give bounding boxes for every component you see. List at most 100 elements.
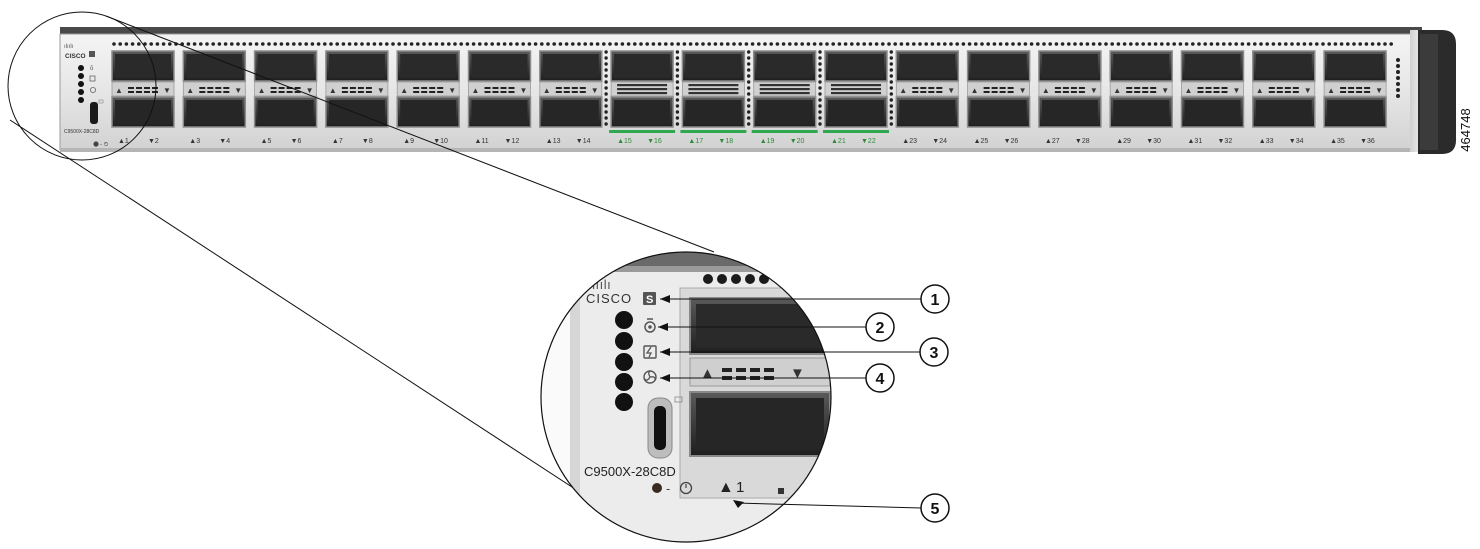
vent-hole (961, 42, 966, 46)
vent-hole (747, 122, 751, 126)
latch-led-bar (1268, 91, 1275, 93)
latch-led-bar (1268, 87, 1275, 89)
vent-hole (223, 42, 228, 46)
system-led-icon-small (89, 51, 95, 57)
vent-hole (316, 42, 321, 46)
vent-hole (298, 42, 302, 46)
vent-hole (354, 42, 358, 46)
vent-hole (1370, 42, 1375, 46)
vent-hole (366, 42, 371, 46)
latch-up-arrow-icon: ▲ (971, 86, 979, 95)
latch-down-arrow-icon: ▼ (591, 86, 599, 95)
latch-led-bar (1221, 91, 1228, 93)
vent-hole (675, 104, 680, 108)
status-led-small-5 (78, 97, 84, 103)
callout-1-label: 1 (931, 292, 940, 309)
port-pair-11-12: ▲▼▲11▼12 (467, 50, 532, 145)
vent-hole (186, 42, 191, 46)
vent-hole (409, 42, 414, 46)
vent-hole (385, 42, 389, 46)
vent-hole (918, 42, 922, 46)
vent-hole (747, 92, 751, 96)
latch-led-bar (223, 87, 230, 89)
vent-hole (604, 98, 608, 102)
port-latch (468, 81, 531, 97)
vent-hole (675, 68, 680, 72)
latch-led-bar (136, 91, 142, 93)
latch-led-bar (1054, 87, 1061, 89)
vent-hole (285, 42, 290, 46)
vent-hole (747, 110, 751, 114)
vent-hole (604, 122, 608, 126)
latch-led-bar (1348, 91, 1355, 93)
qsfpdd-highlight-bar (823, 130, 889, 133)
zoom-line-top (105, 15, 715, 253)
vent-hole (818, 86, 822, 90)
qsfpdd-grille-bar (617, 84, 668, 87)
zoom-detail: ▲ ▼ ılıılı CISCO S (541, 252, 831, 542)
port-row: ▲▼▲1▼2▲▼▲3▼4▲▼▲5▼6▲▼▲7▼8▲▼▲9▼10▲▼▲11▼12▲… (111, 42, 1393, 145)
vent-hole (757, 42, 761, 46)
status-led-small-4 (78, 89, 84, 95)
vent-hole (1277, 42, 1282, 46)
vent-hole (1383, 42, 1387, 46)
vent-hole (1377, 42, 1381, 46)
vent-hole (675, 50, 680, 54)
latch-led-bar (555, 87, 562, 89)
zoom-source-circle (7, 11, 157, 161)
latch-down-arrow-icon: ▼ (947, 86, 955, 95)
model-label: C9500X-28C8D (584, 464, 676, 479)
latch-led-bar (429, 87, 436, 89)
latch-led-bar (437, 87, 444, 89)
zoom-lower-cage-inner (696, 398, 824, 450)
port-label-up: ▲29 (1116, 138, 1131, 145)
latch-led-bar (1142, 87, 1149, 89)
port-cage-lower-inner (614, 100, 671, 124)
vent-hole (794, 42, 798, 46)
port-latch (967, 81, 1030, 97)
latch-led-bar (1284, 91, 1291, 93)
vent-hole (1315, 42, 1319, 46)
vent-hole (986, 42, 990, 46)
latch-led-bar (144, 91, 150, 93)
port-cage-lower-inner (1184, 100, 1241, 124)
vent-hole (403, 42, 408, 46)
port-latch (111, 81, 175, 97)
vent-hole (1197, 42, 1201, 46)
latch-led-bar (1213, 87, 1220, 89)
vent-hole (1396, 70, 1400, 74)
vent-hole (967, 42, 972, 46)
power-supply-icon (643, 345, 657, 359)
vent-hole (955, 42, 959, 46)
vent-hole (818, 68, 822, 72)
vent-hole (1333, 42, 1338, 46)
latch-led-bar (1054, 91, 1061, 93)
latch-led-bar (278, 87, 285, 89)
status-led-5 (615, 393, 633, 411)
vent-hole (818, 92, 822, 96)
latch-led-bar (920, 91, 927, 93)
vent-hole (422, 42, 426, 46)
latch-down-arrow-icon: ▼ (1161, 86, 1169, 95)
latch-led-bar (1356, 91, 1363, 93)
latch-led-bar (1142, 91, 1149, 93)
vent-hole (707, 42, 711, 46)
vent-hole (1091, 42, 1096, 46)
port-cage-upper-inner (1113, 54, 1170, 78)
latch-led-bar (1197, 87, 1204, 89)
latch-led-bar (1078, 87, 1085, 89)
callout-4: 4 (660, 363, 895, 393)
vent-hole (781, 42, 786, 46)
latch-up-arrow-icon: ▲ (400, 86, 408, 95)
vent-hole (1073, 42, 1077, 46)
vent-hole (360, 42, 364, 46)
latch-led-bar (1292, 87, 1299, 89)
port-cage-lower-inner (186, 100, 243, 124)
port-pair-21-22: ▲21▼22 (823, 50, 889, 145)
vent-hole (769, 42, 773, 46)
latch-led-bar (1197, 91, 1204, 93)
vent-hole (889, 98, 893, 102)
latch-up-arrow-icon: ▲ (186, 86, 194, 95)
zoom-circle-outline (540, 251, 832, 543)
vent-hole (747, 62, 751, 66)
